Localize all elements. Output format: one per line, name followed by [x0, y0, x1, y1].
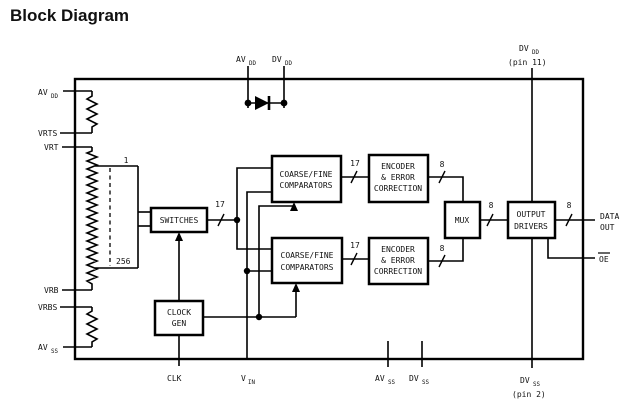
switches-label: SWITCHES — [160, 216, 199, 225]
clock-gen-label: GEN — [172, 319, 187, 328]
dvss-right-label: DV — [520, 376, 530, 385]
resistor-ladder — [84, 147, 100, 290]
encoder-top-label: ENCODER — [381, 162, 415, 171]
junction-dot — [243, 267, 251, 275]
arrow-up-icon — [290, 202, 298, 211]
comparators-bottom-label: COMPARATORS — [281, 263, 334, 272]
bus-width-label: 8 — [440, 160, 445, 169]
vin-sub: IN — [248, 380, 255, 386]
bus-width-label: 8 — [489, 201, 494, 210]
junction-dot — [280, 99, 288, 107]
ladder-tap-last-label: 256 — [116, 257, 131, 266]
vrts-label: VRTS — [38, 129, 57, 138]
comparators-top-block — [270, 154, 343, 204]
dvss-bottom-label: DV — [409, 374, 419, 383]
comparators-bottom-label: COARSE/FINE — [281, 251, 334, 260]
ladder-tap-first-label: 1 — [124, 156, 129, 165]
page-title: Block Diagram — [10, 6, 129, 25]
encoder-bottom-label: ENCODER — [381, 245, 415, 254]
bus-slash — [350, 170, 358, 184]
avdd-left-label: AV — [38, 88, 48, 97]
bus-slash — [217, 213, 225, 227]
bus-width-label: 17 — [215, 200, 225, 209]
avss-bottom-label: AV — [375, 374, 385, 383]
bus-width-label: 8 — [440, 244, 445, 253]
clk-label: CLK — [167, 374, 182, 383]
avdd-top-label: AV — [236, 55, 246, 64]
bus-slash — [486, 213, 494, 227]
encoder-bottom-label: CORRECTION — [374, 267, 422, 276]
bus-width-label: 8 — [567, 201, 572, 210]
vin-riser — [246, 191, 272, 359]
bus-width-label: 17 — [350, 159, 360, 168]
data-out-label: OUT — [600, 223, 615, 232]
avdd-top-sub: DD — [249, 61, 256, 67]
avss-left-label: AV — [38, 343, 48, 352]
oe-label: OE — [599, 255, 609, 264]
junction-dot — [244, 99, 252, 107]
chip-outline — [73, 77, 585, 361]
clock-riser-top — [258, 205, 294, 317]
bus-width-label: 17 — [350, 241, 360, 250]
encoder-bottom-block — [367, 236, 430, 286]
arrow-up-icon — [292, 283, 300, 292]
avdd-left-sub: DD — [51, 94, 58, 100]
enc-bottom-bus — [428, 238, 464, 262]
clock-gen-label: CLOCK — [167, 308, 191, 317]
bus-width-labels: 17 17 17 8 8 8 8 1 256 — [116, 156, 572, 266]
oe-line — [547, 238, 595, 259]
switches-block — [149, 206, 209, 234]
vrbs-label: VRBS — [38, 303, 57, 312]
resistor-top — [85, 91, 99, 133]
mux-block — [443, 200, 482, 240]
clock-gen-block — [153, 299, 205, 337]
dvss-bottom-sub: SS — [422, 380, 429, 386]
blocks: SWITCHES CLOCK GEN COARSE/FINE COMPARATO… — [149, 153, 557, 337]
bus-slash — [565, 213, 573, 227]
encoder-top-label: CORRECTION — [374, 184, 422, 193]
junction-dot — [233, 216, 241, 224]
arrowheads — [175, 202, 300, 292]
dvss-right-sub: SS — [533, 382, 540, 388]
diode-anode-triangle — [255, 96, 269, 110]
comparators-top-label: COARSE/FINE — [280, 170, 333, 179]
vrt-label: VRT — [44, 143, 59, 152]
bus-slashes — [217, 170, 573, 268]
output-drivers-label: OUTPUT — [517, 210, 546, 219]
encoder-bottom-label: & ERROR — [381, 256, 415, 265]
junction-dots — [233, 99, 288, 321]
protection-diode-icon — [255, 96, 271, 110]
dvdd-right-label: DV — [519, 44, 529, 53]
bus-slash — [438, 170, 446, 184]
pin-labels: AV DD VRTS VRT VRB VRBS AV SS AV DD DV D… — [38, 44, 619, 399]
dvdd-right-sub: DD — [532, 50, 539, 56]
dvdd-top-sub: DD — [285, 61, 292, 67]
avss-left-sub: SS — [51, 349, 58, 355]
comparators-top-label: COMPARATORS — [280, 181, 333, 190]
bus-slash — [350, 252, 358, 266]
encoder-top-label: & ERROR — [381, 173, 415, 182]
ref-branch-bottom — [236, 220, 272, 250]
mux-label: MUX — [455, 216, 470, 225]
resistor-bottom — [85, 307, 99, 347]
encoder-top-block — [367, 153, 430, 204]
data-out-label: DATA — [600, 212, 619, 221]
ref-branch-top — [236, 167, 272, 220]
avss-bottom-sub: SS — [388, 380, 395, 386]
arrow-up-icon — [175, 232, 183, 241]
enc-top-bus — [428, 176, 464, 202]
comparators-bottom-block — [270, 236, 344, 285]
junction-dot — [255, 313, 263, 321]
bus-slash — [438, 254, 446, 268]
wires — [60, 66, 595, 368]
output-drivers-block — [506, 200, 557, 240]
dvdd-right-note: (pin 11) — [508, 58, 547, 67]
output-drivers-label: DRIVERS — [514, 222, 548, 231]
vin-label: V — [241, 374, 246, 383]
dvdd-top-label: DV — [272, 55, 282, 64]
dvss-right-note: (pin 2) — [512, 390, 546, 399]
vrb-label: VRB — [44, 286, 59, 295]
